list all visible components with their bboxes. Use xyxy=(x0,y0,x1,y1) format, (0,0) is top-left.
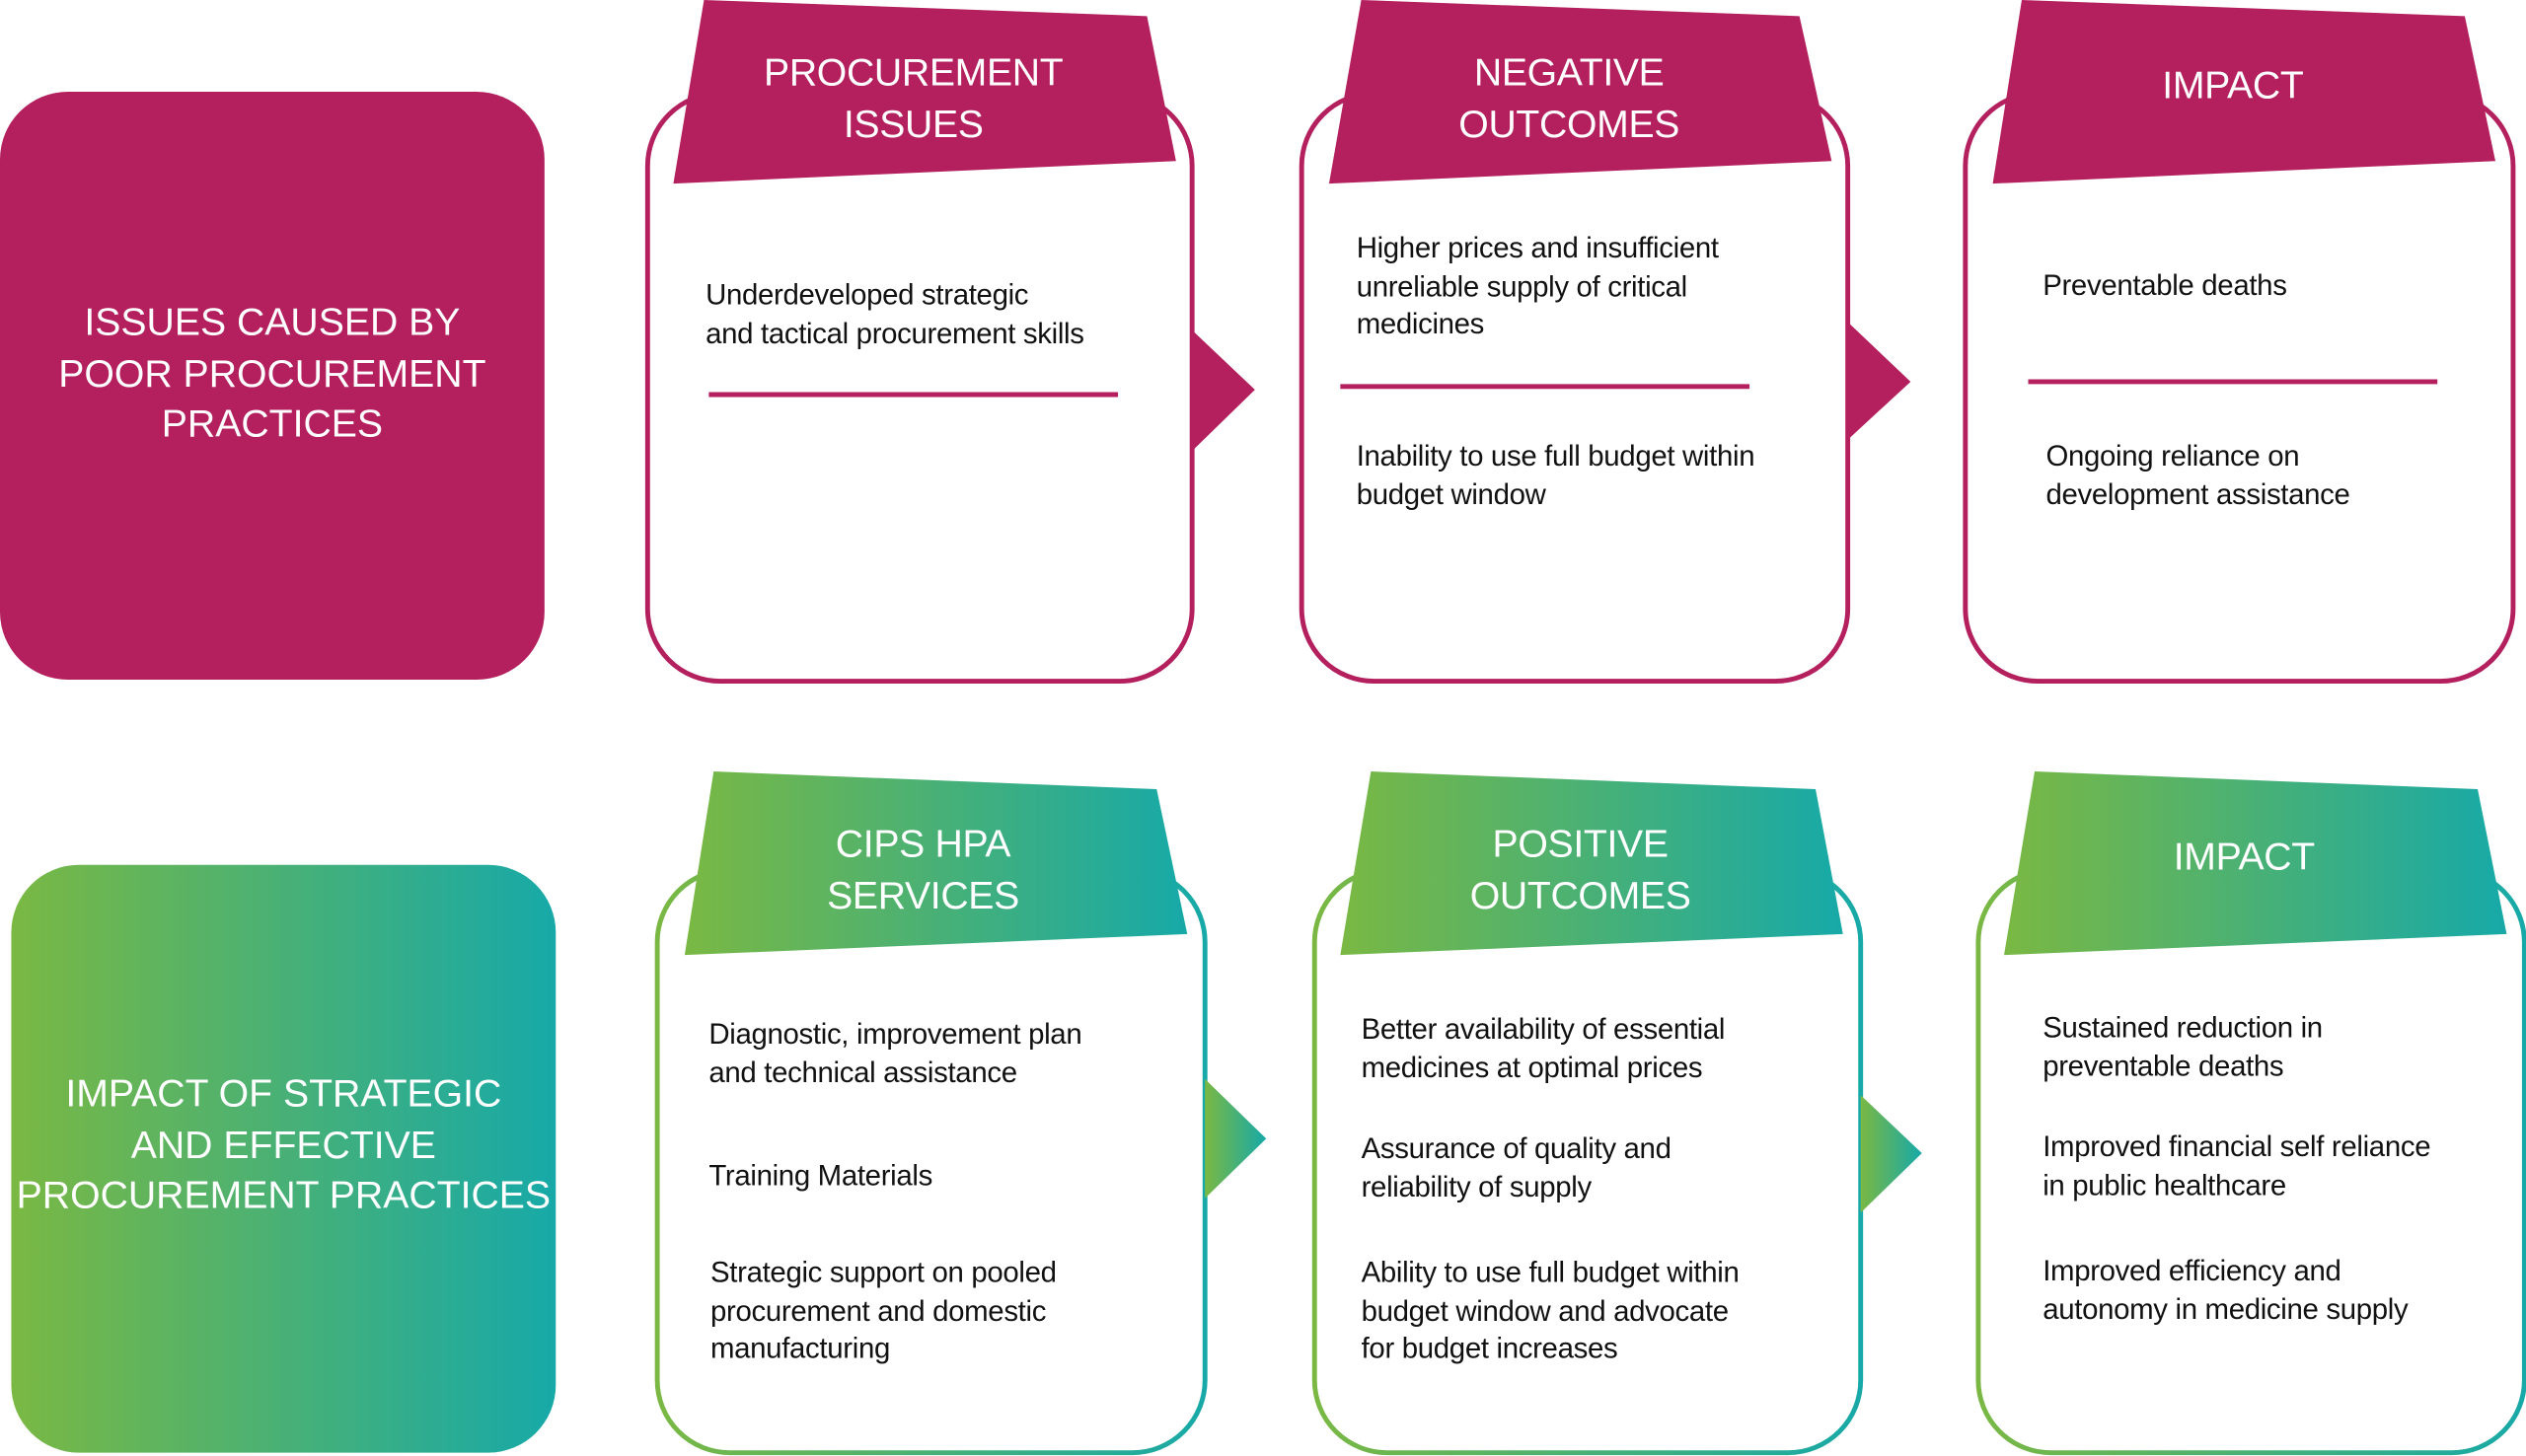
card-item: Strategic support on pooled procurement … xyxy=(709,1256,1057,1364)
card-item: Training Materials xyxy=(708,1159,932,1193)
card-item: Underdeveloped strategic and tactical pr… xyxy=(706,278,1084,349)
cips-services-title: CIPS HPA SERVICES xyxy=(827,823,1019,917)
impact-title-top: IMPACT xyxy=(2162,64,2304,109)
arrow-icon xyxy=(1860,1095,1922,1213)
card-item: Assurance of quality and reliability of … xyxy=(1361,1131,1672,1202)
card-item: Sustained reduction in preventable death… xyxy=(2043,1011,2323,1082)
negative-outcomes-header xyxy=(1328,0,1832,184)
issues-label: ISSUES CAUSED BY POOR PROCUREMENT PRACTI… xyxy=(58,301,486,447)
card-item: Ongoing reliance on development assistan… xyxy=(2045,439,2350,510)
positive-outcomes-title: POSITIVE OUTCOMES xyxy=(1469,823,1691,917)
card-item: Improved financial self reliance in publ… xyxy=(2043,1130,2431,1201)
card-item: Higher prices and insufficient unreliabl… xyxy=(1356,232,1719,340)
impact-label-box xyxy=(11,864,557,1453)
procurement-issues-header xyxy=(673,0,1176,184)
impact-label: IMPACT OF STRATEGIC AND EFFECTIVE PROCUR… xyxy=(16,1072,552,1218)
card-item: Better availability of essential medicin… xyxy=(1361,1012,1726,1083)
card-item: Preventable deaths xyxy=(2043,268,2287,302)
issues-label-box xyxy=(0,92,545,680)
impact-header-bottom xyxy=(2004,771,2507,956)
positive-outcomes-header xyxy=(1340,771,1843,956)
procurement-issues-card xyxy=(644,91,1195,685)
negative-outcomes-title: NEGATIVE OUTCOMES xyxy=(1458,51,1680,146)
arrow-icon xyxy=(1847,322,1911,440)
arrow-icon xyxy=(1192,329,1255,452)
procurement-issues-title: PROCUREMENT ISSUES xyxy=(764,51,1064,146)
card-item: Improved efficiency and autonomy in medi… xyxy=(2043,1254,2409,1325)
cips-services-header xyxy=(684,771,1188,956)
arrow-icon xyxy=(1205,1078,1267,1199)
card-item: Inability to use full budget within budg… xyxy=(1356,439,1755,510)
impact-card-top xyxy=(1963,91,2516,685)
card-item: Ability to use full budget within budget… xyxy=(1361,1256,1740,1364)
impact-header-top xyxy=(1992,0,2495,184)
impact-title-bottom: IMPACT xyxy=(2173,836,2315,880)
card-item: Diagnostic, improvement plan and technic… xyxy=(708,1017,1082,1088)
